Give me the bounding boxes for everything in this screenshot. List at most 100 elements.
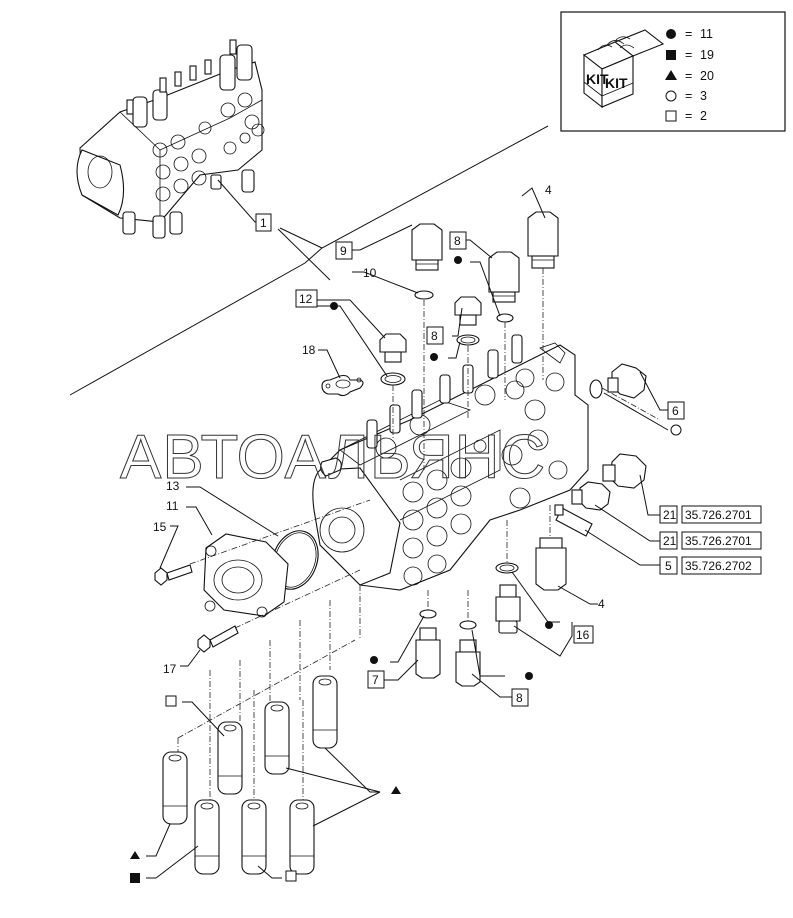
filled-circle-icon — [545, 621, 553, 629]
svg-text:35.726.2702: 35.726.2702 — [685, 559, 752, 573]
svg-text:1: 1 — [260, 216, 267, 230]
svg-text:8: 8 — [516, 691, 523, 705]
svg-text:=: = — [685, 48, 692, 62]
plug-8-upper — [488, 251, 520, 303]
callout-7[interactable]: 7 — [367, 670, 385, 689]
callout-5[interactable]: 5 — [659, 556, 678, 575]
plate-18 — [321, 374, 364, 397]
plug-8-lower — [455, 639, 481, 687]
filled-circle-icon — [430, 353, 438, 361]
filled-circle-icon — [454, 256, 462, 264]
callout-1[interactable]: 1 — [255, 213, 272, 232]
open-circle-icon — [665, 90, 677, 102]
o-ring-10 — [414, 290, 434, 300]
plug-4-bottom — [535, 537, 567, 591]
callout-4-bottom[interactable]: 4 — [598, 597, 605, 611]
filled-circle-icon — [330, 302, 338, 310]
valve-body — [312, 334, 589, 591]
cartridge — [241, 799, 267, 875]
legend-entry-open-square: = 2 — [665, 109, 707, 123]
plug-8-mid — [454, 296, 482, 326]
svg-text:21: 21 — [663, 534, 677, 548]
end-cover-11 — [203, 533, 289, 618]
svg-text:35.726.2701: 35.726.2701 — [685, 534, 752, 548]
cartridge — [162, 751, 188, 825]
svg-text:8: 8 — [454, 234, 461, 248]
svg-text:6: 6 — [672, 404, 679, 418]
svg-text:12: 12 — [299, 292, 313, 306]
filled-square-icon — [666, 50, 676, 60]
kit-label-left: KIT — [586, 71, 609, 87]
open-square-icon — [165, 695, 177, 707]
open-circle-marker — [670, 424, 682, 436]
callout-11[interactable]: 11 — [166, 499, 179, 513]
fitting-16 — [495, 584, 521, 634]
filled-triangle-icon — [665, 70, 677, 80]
callout-21-upper[interactable]: 21 — [659, 505, 678, 524]
svg-text:=: = — [685, 109, 692, 123]
callout-15[interactable]: 15 — [153, 520, 167, 534]
filled-triangle-icon — [130, 851, 140, 859]
filled-circle-icon — [370, 656, 378, 664]
svg-text:9: 9 — [340, 244, 347, 258]
leader-lines — [146, 179, 669, 879]
legend-entry-filled-triangle: = 20 — [665, 69, 714, 83]
bolt-15 — [154, 564, 193, 586]
cartridge — [217, 721, 243, 795]
o-ring-7 — [419, 609, 437, 619]
watermark: АВТОАЛЬЯНС — [120, 423, 546, 492]
reference-21-lower[interactable]: 35.726.2701 — [681, 531, 762, 550]
callout-8-top[interactable]: 8 — [449, 231, 467, 250]
legend-entry-open-circle: = 3 — [665, 89, 707, 103]
svg-text:35.726.2701: 35.726.2701 — [685, 508, 752, 522]
reference-5[interactable]: 35.726.2702 — [681, 556, 762, 575]
open-square-icon — [285, 870, 297, 882]
svg-text:3: 3 — [700, 89, 707, 103]
callout-8-bottom[interactable]: 8 — [511, 688, 529, 707]
callout-4-top[interactable]: 4 — [545, 183, 552, 197]
legend-entry-filled-circle: = 11 — [666, 27, 713, 41]
callout-18[interactable]: 18 — [302, 343, 316, 357]
fitting-21-upper — [602, 453, 647, 489]
svg-text:2: 2 — [700, 109, 707, 123]
separator-line — [69, 125, 549, 396]
svg-text:5: 5 — [665, 559, 672, 573]
callout-10[interactable]: 10 — [363, 266, 377, 280]
callout-6[interactable]: 6 — [667, 401, 685, 420]
assembly-lines — [177, 268, 661, 800]
cartridge — [312, 675, 338, 749]
legend-entry-filled-square: = 19 — [666, 48, 714, 62]
callout-9[interactable]: 9 — [335, 241, 353, 260]
plug-9 — [411, 223, 443, 271]
svg-text:20: 20 — [700, 69, 714, 83]
kit-label-right: KIT — [605, 75, 628, 91]
filled-circle-icon — [525, 672, 533, 680]
cartridge — [264, 701, 290, 775]
seal-8-mid — [456, 334, 480, 346]
o-ring-6 — [589, 379, 603, 399]
filled-circle-icon — [666, 29, 676, 39]
plug-7 — [415, 627, 441, 679]
fitting-5 — [554, 504, 593, 537]
callout-12[interactable]: 12 — [295, 289, 318, 308]
reference-21-upper[interactable]: 35.726.2701 — [681, 505, 762, 524]
callout-16[interactable]: 16 — [573, 625, 594, 644]
kit-legend: KIT KIT = 11 = 19 = 20 = 3 = 2 — [560, 11, 786, 132]
o-ring-8-lower — [459, 620, 477, 630]
callout-8-mid[interactable]: 8 — [426, 326, 444, 345]
callout-21-lower[interactable]: 21 — [659, 531, 678, 550]
fitting-21-lower — [571, 481, 611, 511]
cartridge-group — [162, 675, 338, 875]
open-square-icon — [665, 110, 677, 122]
filled-square-icon — [130, 873, 140, 883]
callout-13[interactable]: 13 — [166, 479, 180, 493]
seal-16 — [495, 562, 519, 574]
svg-text:21: 21 — [663, 508, 677, 522]
plug-6 — [607, 363, 647, 399]
filled-triangle-icon — [391, 786, 401, 794]
svg-text:7: 7 — [372, 673, 379, 687]
kit-box-icon: KIT KIT — [582, 29, 665, 109]
plug-12 — [379, 333, 407, 363]
callout-17[interactable]: 17 — [163, 662, 177, 676]
